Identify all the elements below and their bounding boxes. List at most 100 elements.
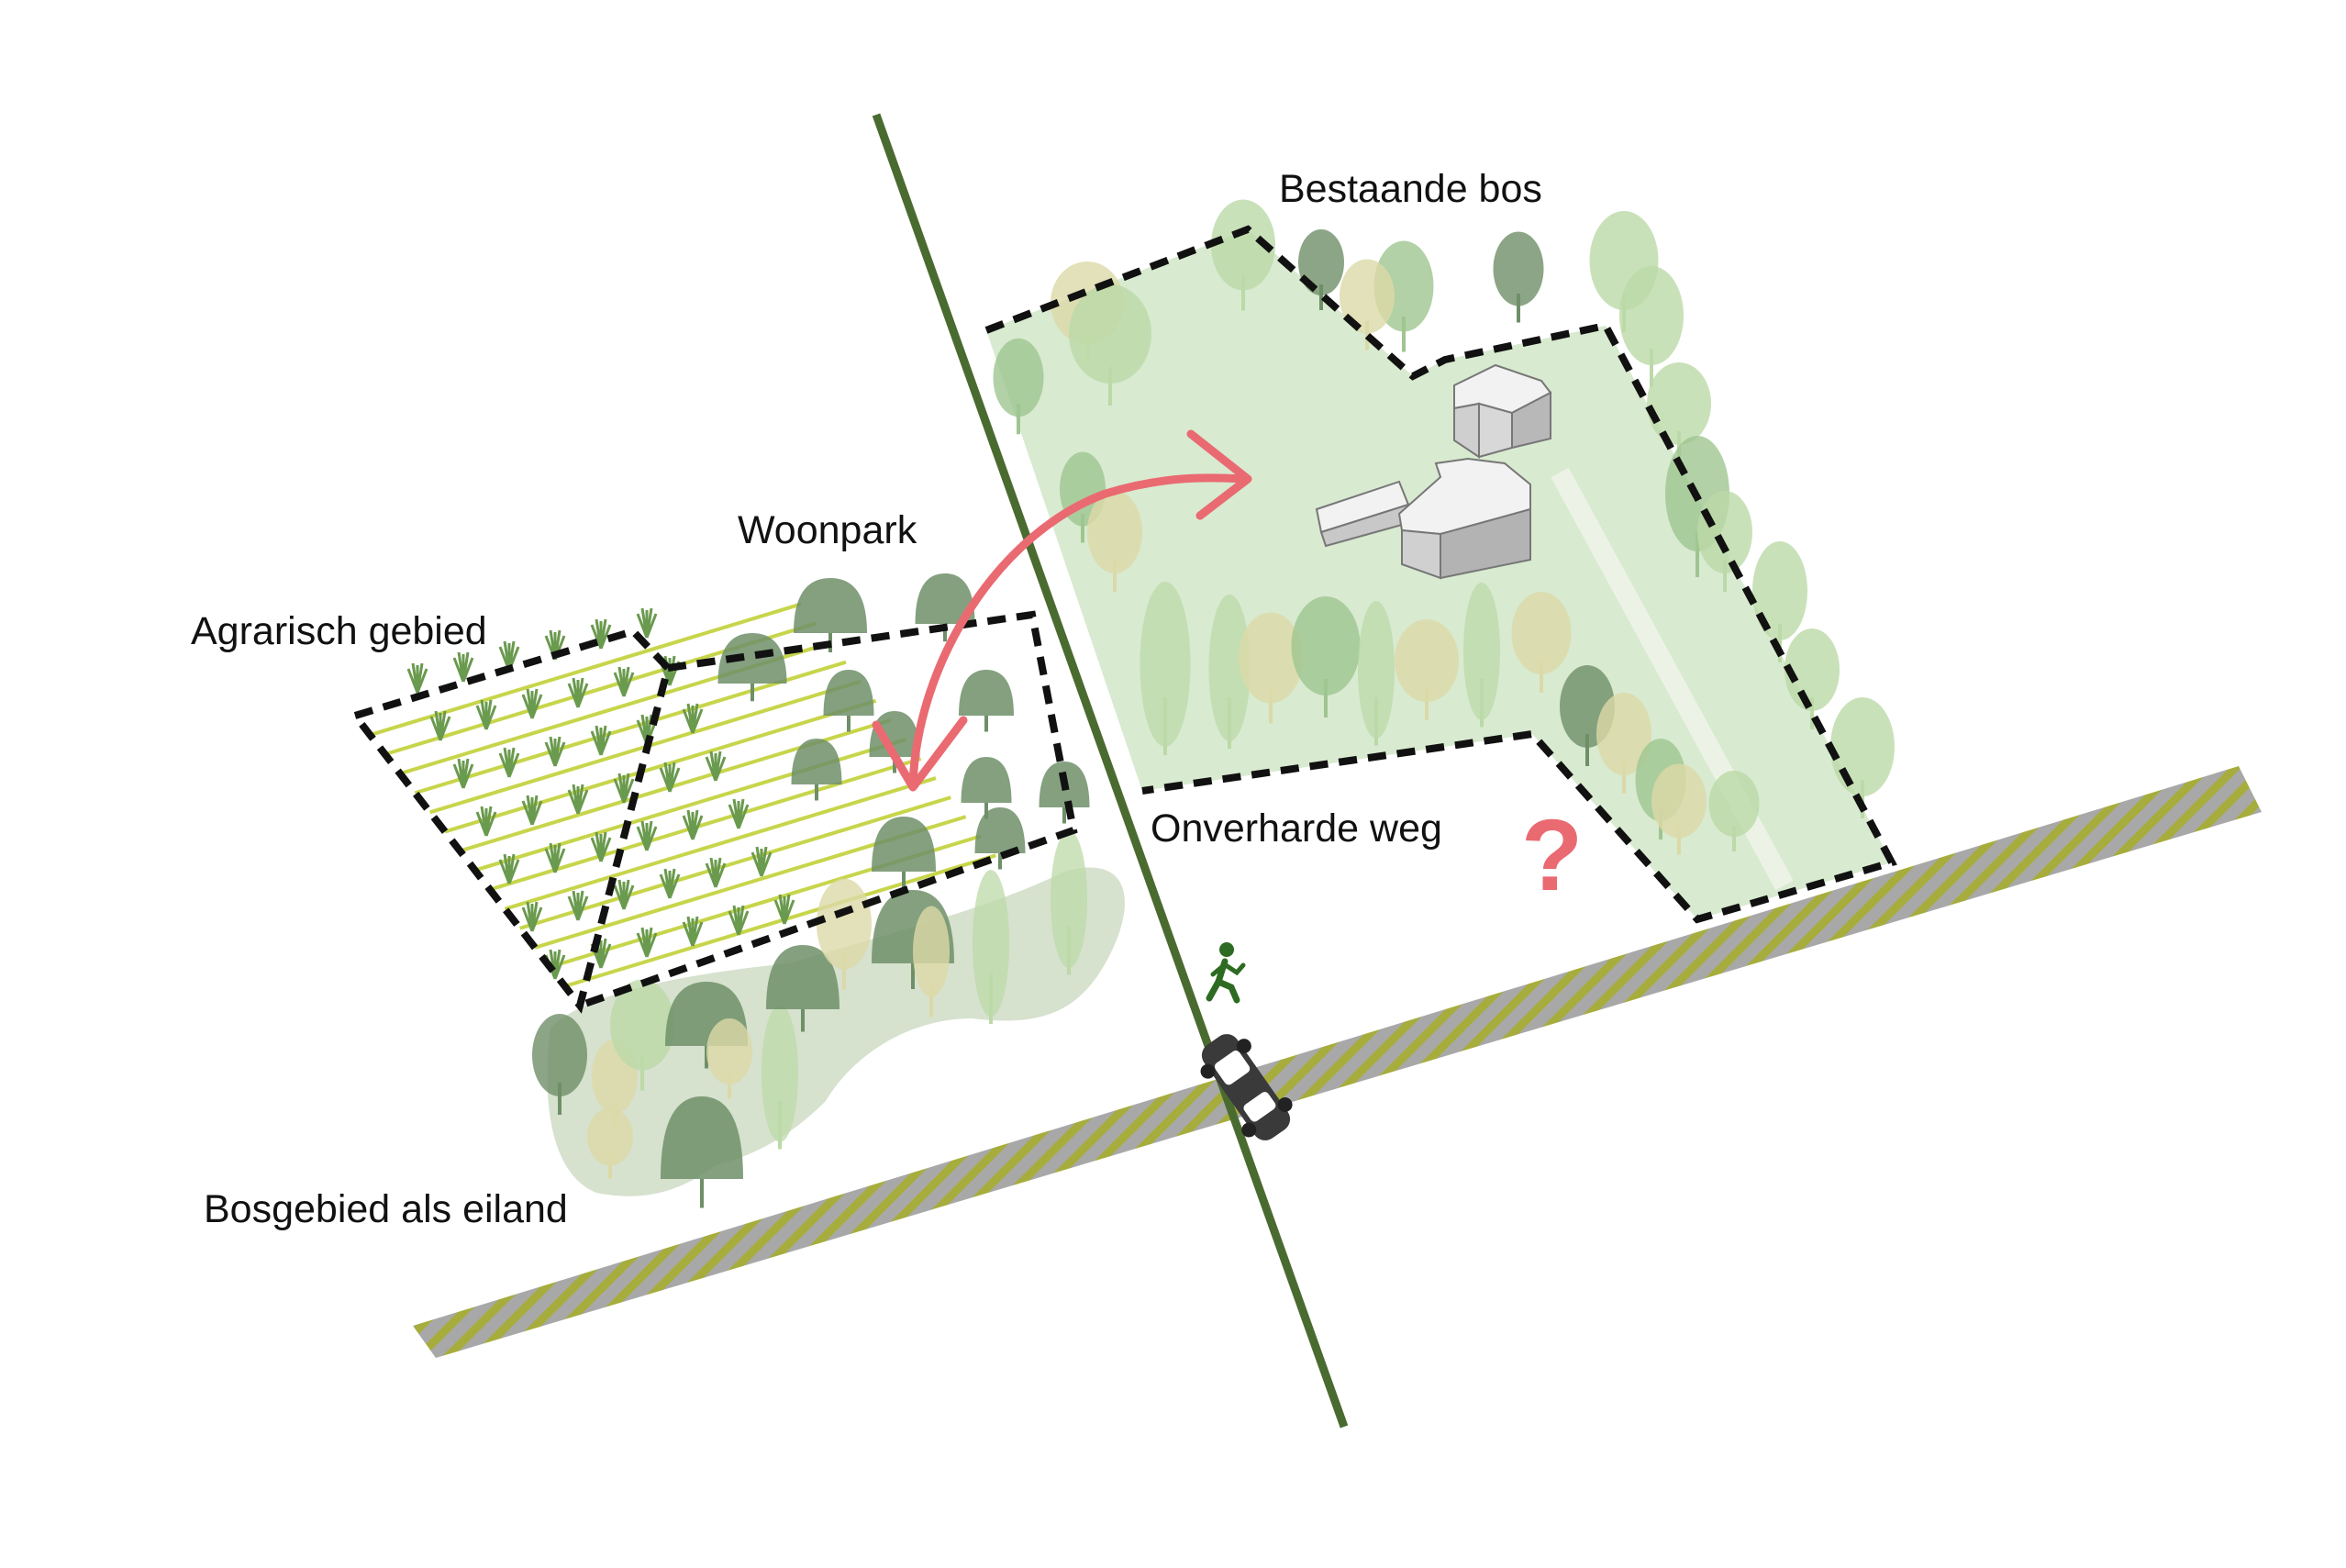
field-row [414,660,847,795]
label-agrarisch-gebied: Agrarisch gebied [191,609,487,653]
crop-plant [659,762,681,793]
crop-plant [705,751,727,782]
tree [1298,229,1344,310]
crop-plant [429,710,451,741]
tree [1651,763,1707,855]
tree [1619,266,1684,387]
crop-plant [613,666,635,697]
tree [1697,491,1752,592]
crop-plant [590,725,612,756]
crop-plant [544,629,566,661]
tree [974,807,1026,870]
crop-plant [498,853,520,884]
crop-plant [636,927,658,958]
crop-plant [590,618,612,650]
tree [915,573,975,642]
question-mark: ? [1521,799,1584,912]
crop-plant [567,890,589,921]
crop-plant [728,798,750,829]
tree [973,870,1009,1024]
tree [532,1014,587,1115]
road [413,766,2262,1358]
tree [587,1107,633,1179]
tree [1140,582,1191,755]
crop-plant [590,831,612,862]
forest-boundary [984,225,1897,924]
crop-plant [452,758,474,789]
crop-plant [544,736,566,767]
crop-plant [475,699,497,730]
label-bestaande-bos: Bestaande bos [1279,167,1542,211]
woonpark-boundary [578,610,1078,1009]
field-row [489,757,922,892]
tree [1493,231,1544,323]
crop-plant [659,655,681,686]
tree [1069,284,1151,406]
tree [1785,628,1840,729]
tree [1596,693,1651,794]
crop-plants [406,607,795,980]
crop-plant [636,607,658,639]
tree [1395,619,1459,720]
crop-plant [636,820,658,851]
label-onverharde-weg: Onverharde weg [1151,806,1442,851]
field-row [369,602,802,737]
tree [913,906,950,1018]
crop-plant [613,773,635,804]
tree [1211,199,1275,311]
tree [959,670,1014,732]
crop-plant [773,894,795,925]
crop-plant [498,747,520,778]
crop-plant [498,640,520,672]
tree [1039,762,1090,824]
crop-plant [567,784,589,815]
pedestrian-icon [1206,942,1246,1004]
label-bosgebied-als-eiland: Bosgebied als eiland [204,1187,568,1231]
tree [1340,259,1395,350]
tree [706,1018,752,1099]
tree [1208,595,1251,749]
crop-plant [613,879,635,910]
buildings [1315,363,1552,580]
double-arrow-icon [872,429,1252,792]
field-row [459,717,892,853]
building-south [1315,457,1531,580]
crop-plant [567,677,589,708]
field-row [504,776,937,911]
tree [1239,612,1303,724]
crop-plant [521,795,543,826]
crop-plant [475,806,497,837]
crop-plant [728,905,750,936]
label-woonpark: Woonpark [738,508,917,552]
crop-plant [682,916,704,947]
tree [1511,592,1572,693]
tree [823,670,874,732]
tree [817,878,872,990]
field-row [444,698,877,834]
crop-plant [521,688,543,719]
crop-plant [682,703,704,734]
crop-plant [705,857,727,888]
crop-plant [682,809,704,840]
crop-plant [521,901,543,932]
tree [610,979,674,1091]
tree [1463,583,1500,728]
tree [717,633,787,702]
field-row [519,795,951,930]
crop-plant [750,846,773,877]
boundaries [349,225,1897,1014]
tree [791,739,842,801]
building-north [1453,363,1552,459]
tree [1051,830,1087,975]
tree [993,338,1044,435]
crop-plant [406,662,428,694]
tree [766,945,839,1032]
green-walking-path [872,113,1349,1429]
tree [1087,491,1142,592]
crop-plant [590,938,612,969]
crop-plant [659,868,681,899]
tree [661,1096,743,1208]
crop-plant [452,651,474,683]
tree [1708,771,1760,851]
